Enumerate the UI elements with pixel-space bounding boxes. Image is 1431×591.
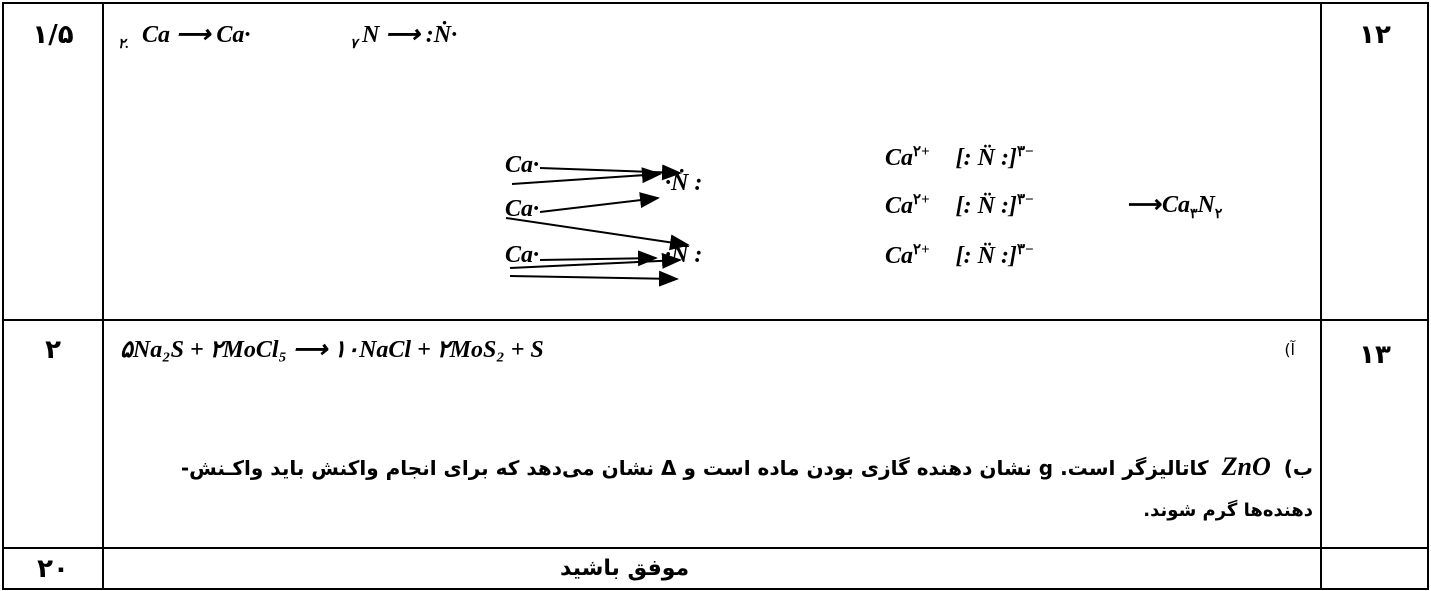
calcium-lewis-3: Ca· — [505, 242, 540, 268]
nitrogen-lewis-equation: N ⟶ :Ṅ· — [362, 22, 458, 48]
nitride-ion: [: N̈ :] — [955, 193, 1017, 219]
calcium-nitride-product: Ca۳N۲ — [1162, 192, 1222, 223]
calcium-electron-config-prefix: ۲. — [118, 37, 130, 52]
calcium-ion-3: Ca۲+ [: N̈ :]۳− — [885, 240, 1034, 270]
product-ca-subscript: ۳ — [1190, 206, 1198, 222]
calcium-ion-1: Ca۲+ [: N̈ :]۳− — [885, 142, 1034, 172]
score-row-13: ۲ — [45, 335, 61, 365]
product-arrow: ⟶ — [1128, 192, 1163, 218]
total-score: ۲۰ — [37, 554, 69, 584]
part-a-label: آ) — [1284, 340, 1295, 359]
product-n-subscript: ۲ — [1214, 206, 1223, 222]
zno-formula: ZnO — [1221, 452, 1271, 481]
calcium-lewis-2: Ca· — [505, 196, 540, 222]
nitride-ion: [: N̈ :] — [955, 243, 1017, 269]
calcium-ion-2: Ca۲+ [: N̈ :]۳− — [885, 190, 1034, 220]
calcium-ion-symbol: Ca — [885, 193, 914, 219]
calcium-ion-charge: ۲+ — [913, 192, 930, 208]
calcium-ion-charge: ۲+ — [913, 144, 930, 160]
score-row-12: ۱/۵ — [32, 20, 74, 50]
nitride-charge: ۳− — [1016, 144, 1034, 160]
good-luck-message: موفق باشید — [560, 556, 690, 581]
part-b-text-1: کاتالیزگر است. g نشان دهنده گازی بودن ما… — [180, 456, 1209, 480]
nitride-charge: ۳− — [1016, 242, 1034, 258]
calcium-ion-charge: ۲+ — [913, 242, 930, 258]
nitrogen-prefix: ۷ — [350, 37, 358, 52]
calcium-ion-symbol: Ca — [885, 145, 914, 171]
question-number-13: ۱۳ — [1359, 340, 1391, 370]
calcium-ion-symbol: Ca — [885, 243, 914, 269]
question-number-12: ۱۲ — [1359, 20, 1391, 50]
product-ca: Ca — [1162, 192, 1191, 218]
reaction-equation: ۵Na₂S + ۲MoCl₅ ⟶ ۱۰NaCl + ۲MoS₂ + S — [120, 337, 544, 363]
part-b-line-1: ب) ZnO کاتالیزگر است. g نشان دهنده گازی … — [181, 452, 1313, 482]
part-b-line-2: دهنده‌ها گرم شوند. — [1143, 500, 1313, 521]
part-b-label: ب) — [1283, 456, 1313, 480]
calcium-lewis-1: Ca· — [505, 152, 540, 178]
product-n: N — [1197, 192, 1215, 218]
nitride-ion: [: N̈ :] — [955, 145, 1017, 171]
calcium-lewis-equation: Ca ⟶ Ca· — [142, 22, 251, 48]
nitride-charge: ۳− — [1016, 192, 1034, 208]
